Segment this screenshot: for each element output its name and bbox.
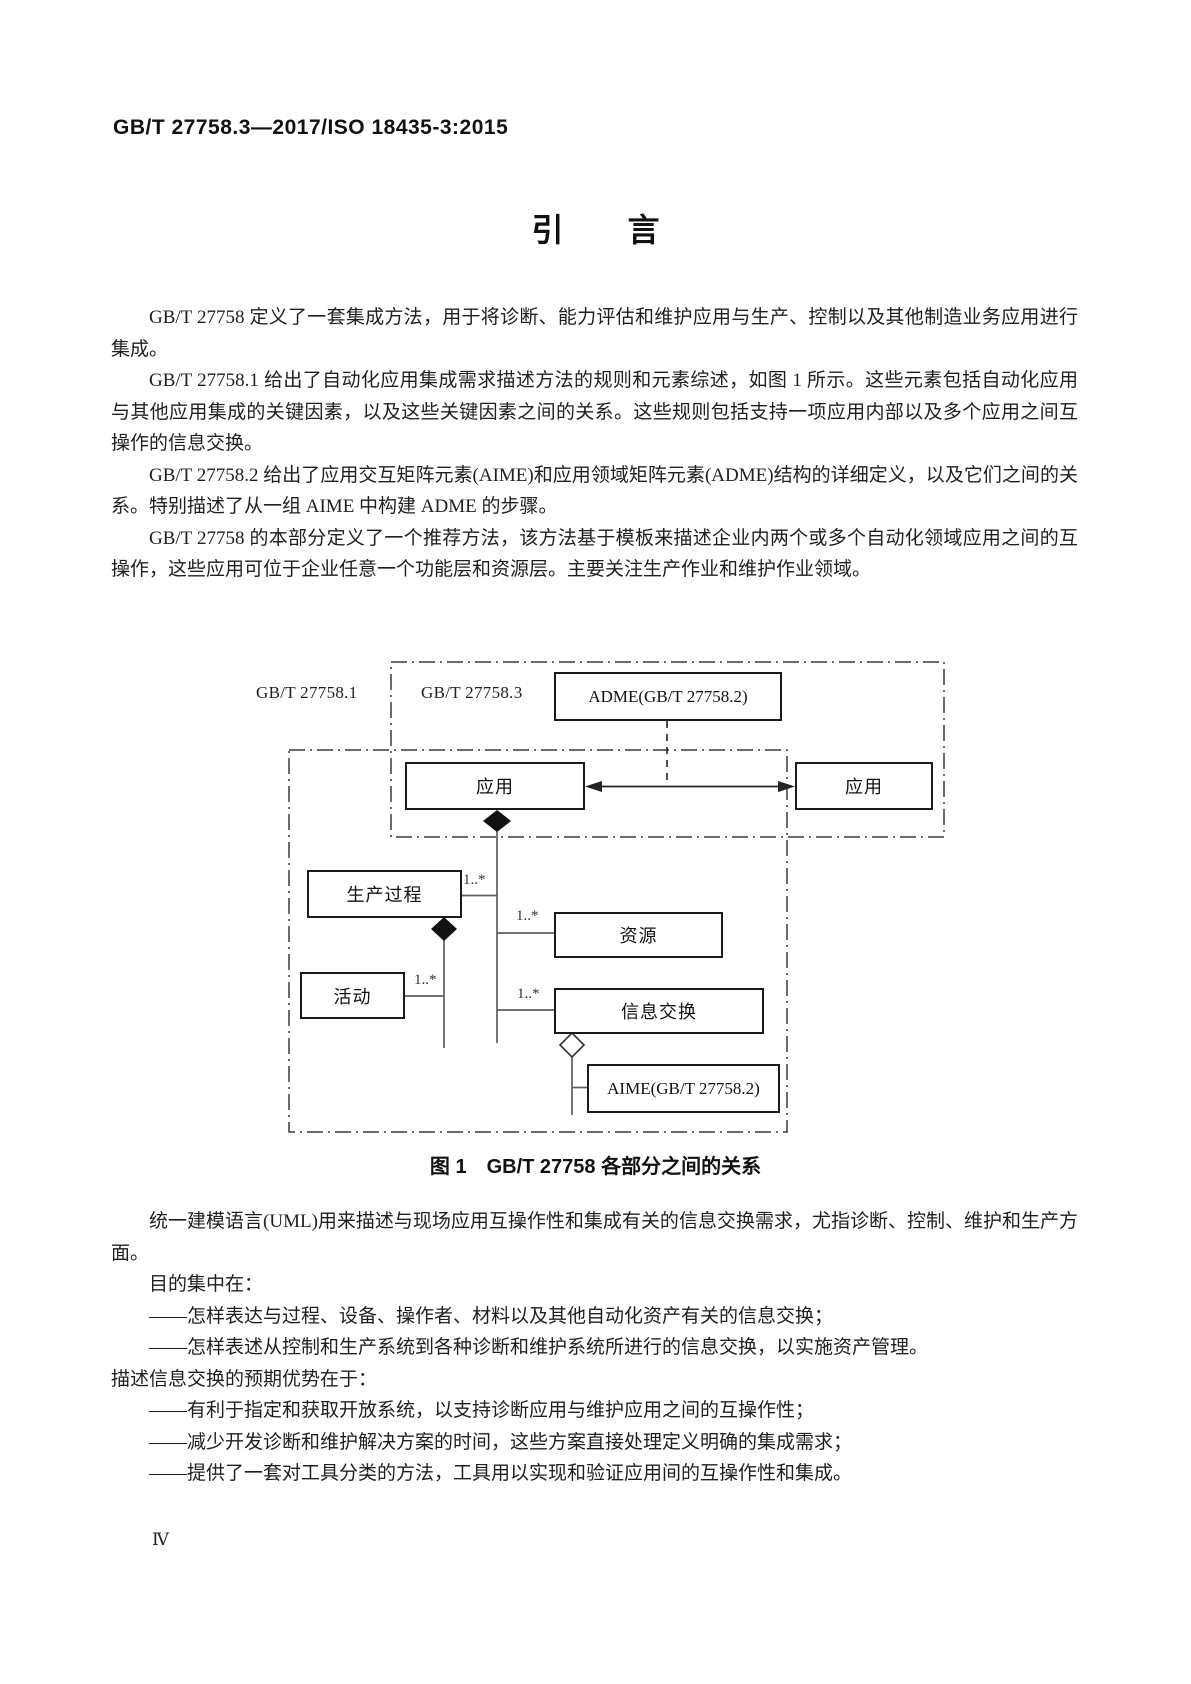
closing-paragraphs: 统一建模语言(UML)用来描述与现场应用互操作性和集成有关的信息交换需求，尤指诊… — [111, 1206, 1078, 1490]
figure-caption: 图 1 GB/T 27758 各部分之间的关系 — [429, 1156, 762, 1178]
benefits-item: ——有利于指定和获取开放系统，以支持诊断应用与维护应用之间的互操作性； — [149, 1400, 815, 1421]
purpose-heading: 目的集中在： — [149, 1274, 264, 1295]
node-application-left: 应用 — [405, 762, 585, 810]
benefits-item: ——减少开发诊断和维护解决方案的时间，这些方案直接处理定义明确的集成需求； — [149, 1431, 853, 1453]
arrowhead-right — [778, 781, 795, 792]
composition-lines — [405, 830, 587, 1115]
scope-rect-part1 — [288, 749, 788, 1133]
node-info-exchange: 信息交换 — [554, 988, 764, 1034]
node-adme: ADME(GB/T 27758.2) — [554, 672, 782, 721]
node-aime: AIME(GB/T 27758.2) — [587, 1064, 780, 1113]
app-association-arrow — [585, 781, 795, 792]
purpose-item: ——怎样表述从控制和生产系统到各种诊断和维护系统所进行的信息交换，以实施资产管理… — [149, 1337, 929, 1358]
multiplicity-activity: 1..* — [414, 972, 437, 988]
node-activity: 活动 — [300, 972, 405, 1019]
node-production-process: 生产过程 — [307, 870, 462, 918]
purpose-item: ——怎样表达与过程、设备、操作者、材料以及其他自动化资产有关的信息交换； — [149, 1305, 834, 1327]
page-number: Ⅳ — [152, 1530, 169, 1549]
scope-label-part1: GB/T 27758.1 — [256, 683, 358, 702]
intro-paragraph: GB/T 27758.1 给出了自动化应用集成需求描述方法的规则和元素综述，如图… — [111, 370, 1078, 454]
multiplicity-production-process: 1..* — [463, 872, 486, 888]
composition-diamond-production — [431, 917, 457, 941]
uml-paragraph: 统一建模语言(UML)用来描述与现场应用互操作性和集成有关的信息交换需求，尤指诊… — [111, 1211, 1078, 1264]
aggregation-diamond-info-exchange — [558, 1031, 586, 1059]
intro-paragraph: GB/T 27758 的本部分定义了一个推荐方法，该方法基于模板来描述企业内两个… — [111, 527, 1078, 581]
composition-diamond-app — [483, 810, 511, 832]
intro-paragraphs: GB/T 27758 定义了一套集成方法，用于将诊断、能力评估和维护应用与生产、… — [111, 302, 1078, 586]
page-title: 引 言 — [531, 212, 660, 248]
benefits-item: ——提供了一套对工具分类的方法，工具用以实现和验证应用间的互操作性和集成。 — [149, 1463, 853, 1484]
multiplicity-resource: 1..* — [516, 908, 539, 924]
node-application-right: 应用 — [795, 762, 933, 810]
scope-label-part3: GB/T 27758.3 — [421, 683, 523, 702]
benefits-heading: 描述信息交换的预期优势在于： — [111, 1368, 378, 1390]
intro-paragraph: GB/T 27758 定义了一套集成方法，用于将诊断、能力评估和维护应用与生产、… — [111, 307, 1078, 360]
multiplicity-info-exchange: 1..* — [517, 986, 540, 1002]
standard-number-header: GB/T 27758.3—2017/ISO 18435-3:2015 — [113, 116, 509, 139]
intro-paragraph: GB/T 27758.2 给出了应用交互矩阵元素(AIME)和应用领域矩阵元素(… — [111, 464, 1078, 518]
node-resource: 资源 — [554, 912, 723, 958]
arrowhead-left — [585, 781, 602, 792]
scope-rects — [288, 661, 945, 1133]
